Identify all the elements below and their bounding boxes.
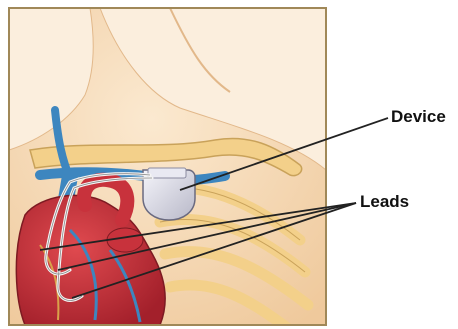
device-header [148, 168, 186, 178]
device-label: Device [391, 107, 446, 127]
leads-label: Leads [360, 192, 409, 212]
